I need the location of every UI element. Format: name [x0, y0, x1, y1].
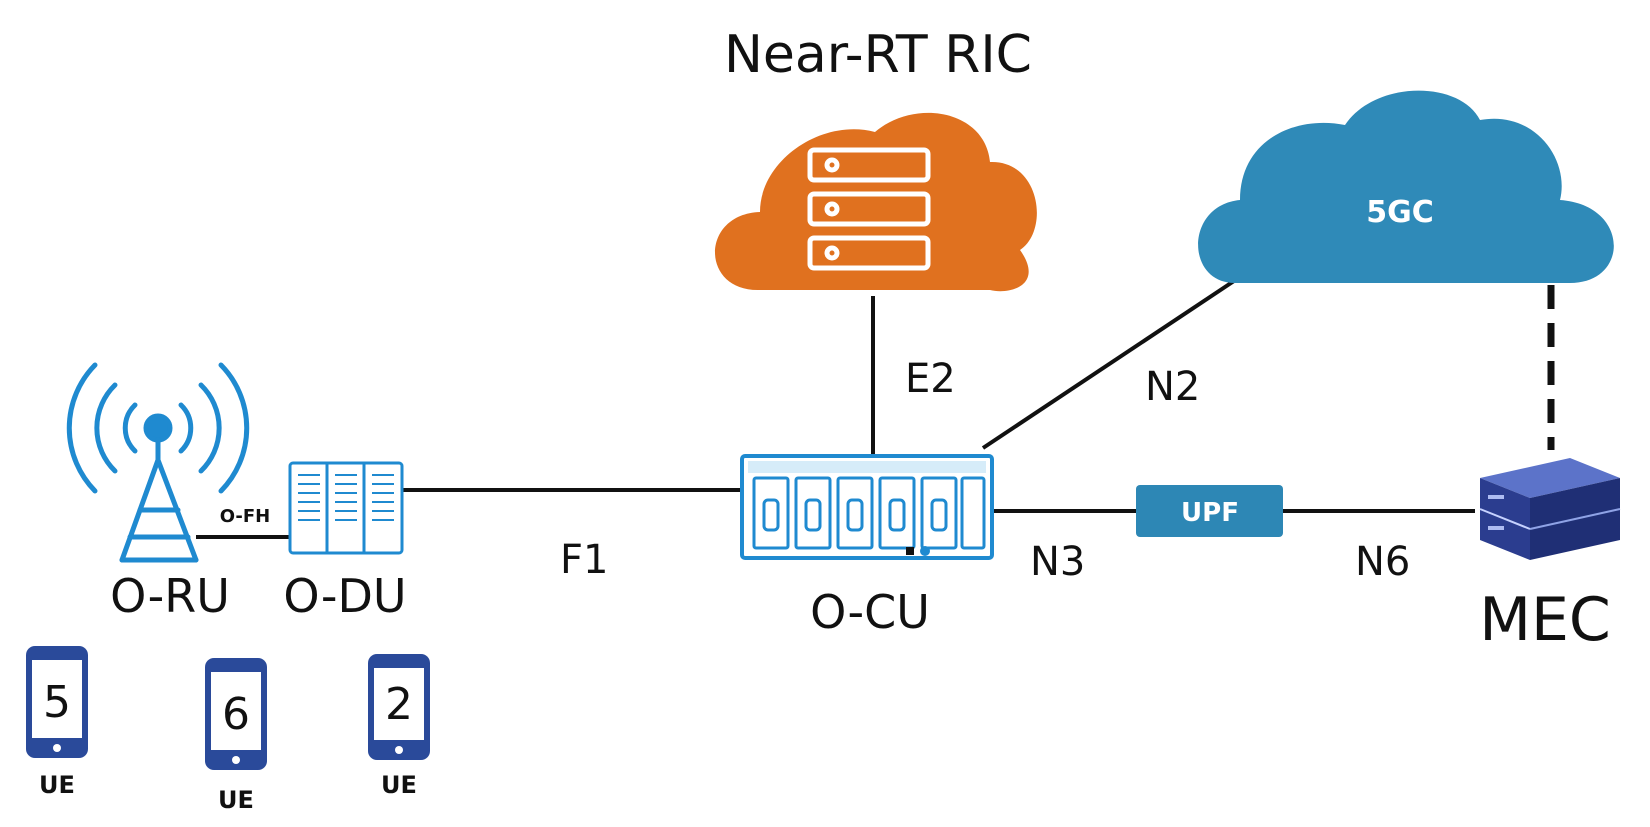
ue-phone-1 — [26, 646, 88, 758]
mec-label: MEC — [1479, 585, 1611, 655]
ue-1-label: UE — [39, 771, 75, 799]
n2-link — [981, 275, 1242, 450]
o-cu-equipment-icon — [740, 454, 994, 560]
near-rt-ric-label: Near-RT RIC — [724, 25, 1032, 85]
ue-phone-2 — [205, 658, 267, 770]
o-fh-label: O-FH — [220, 506, 270, 527]
n3-label: N3 — [1030, 539, 1085, 585]
ue-phone-3 — [368, 654, 430, 760]
o-du-label: O-DU — [283, 569, 406, 623]
ue-2-label: UE — [218, 786, 254, 814]
n6-label: N6 — [1355, 539, 1410, 585]
e2-label: E2 — [905, 356, 956, 402]
o-cu-label: O-CU — [810, 585, 930, 639]
upf-label: UPF — [1181, 498, 1239, 528]
ue-3-label: UE — [381, 771, 417, 799]
o-ru-antenna-icon — [66, 362, 250, 563]
near-rt-ric-cloud — [715, 112, 1037, 292]
5gc-cloud-shape — [1198, 90, 1614, 283]
5gc-cloud — [1198, 90, 1614, 283]
n2-label: N2 — [1145, 364, 1200, 410]
o-ru-label: O-RU — [110, 569, 230, 623]
upf-box — [1136, 485, 1283, 537]
ue-2-number: 6 — [222, 689, 250, 740]
mec-server-icon — [1479, 458, 1621, 560]
5gc-label: 5GC — [1366, 195, 1434, 230]
ue-3-number: 2 — [385, 679, 413, 730]
ric-cloud-shape — [715, 112, 1037, 292]
o-du-equipment-icon — [288, 461, 404, 555]
ue-1-number: 5 — [43, 677, 71, 728]
server-rack-icon — [807, 147, 931, 271]
f1-label: F1 — [560, 537, 608, 583]
